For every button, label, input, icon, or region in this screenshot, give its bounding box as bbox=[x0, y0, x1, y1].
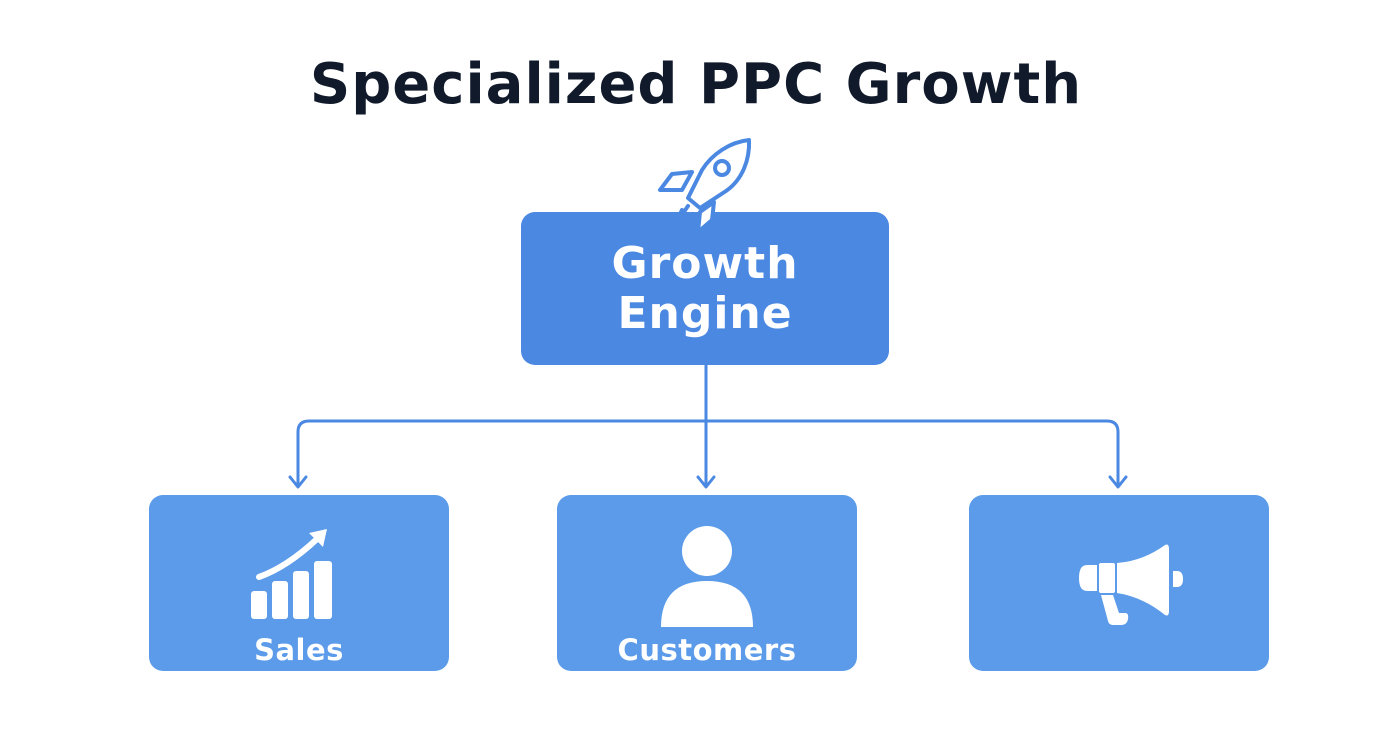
diagram-title: Specialized PPC Growth bbox=[309, 52, 1083, 117]
customers-label: Customers bbox=[617, 633, 797, 667]
rocket-icon bbox=[658, 138, 752, 234]
root-label-line1: Growth bbox=[611, 237, 799, 289]
growth-engine-node: Growth Engine bbox=[521, 212, 889, 365]
megaphone-icon bbox=[1079, 544, 1183, 625]
sales-label: Sales bbox=[254, 633, 344, 667]
customers-node: Customers bbox=[557, 495, 857, 671]
sales-node: Sales bbox=[149, 495, 449, 671]
user-icon bbox=[661, 526, 753, 627]
bar-chart-trend-icon bbox=[251, 529, 332, 619]
root-label-line2: Engine bbox=[617, 287, 793, 339]
marketing-node bbox=[969, 495, 1269, 671]
